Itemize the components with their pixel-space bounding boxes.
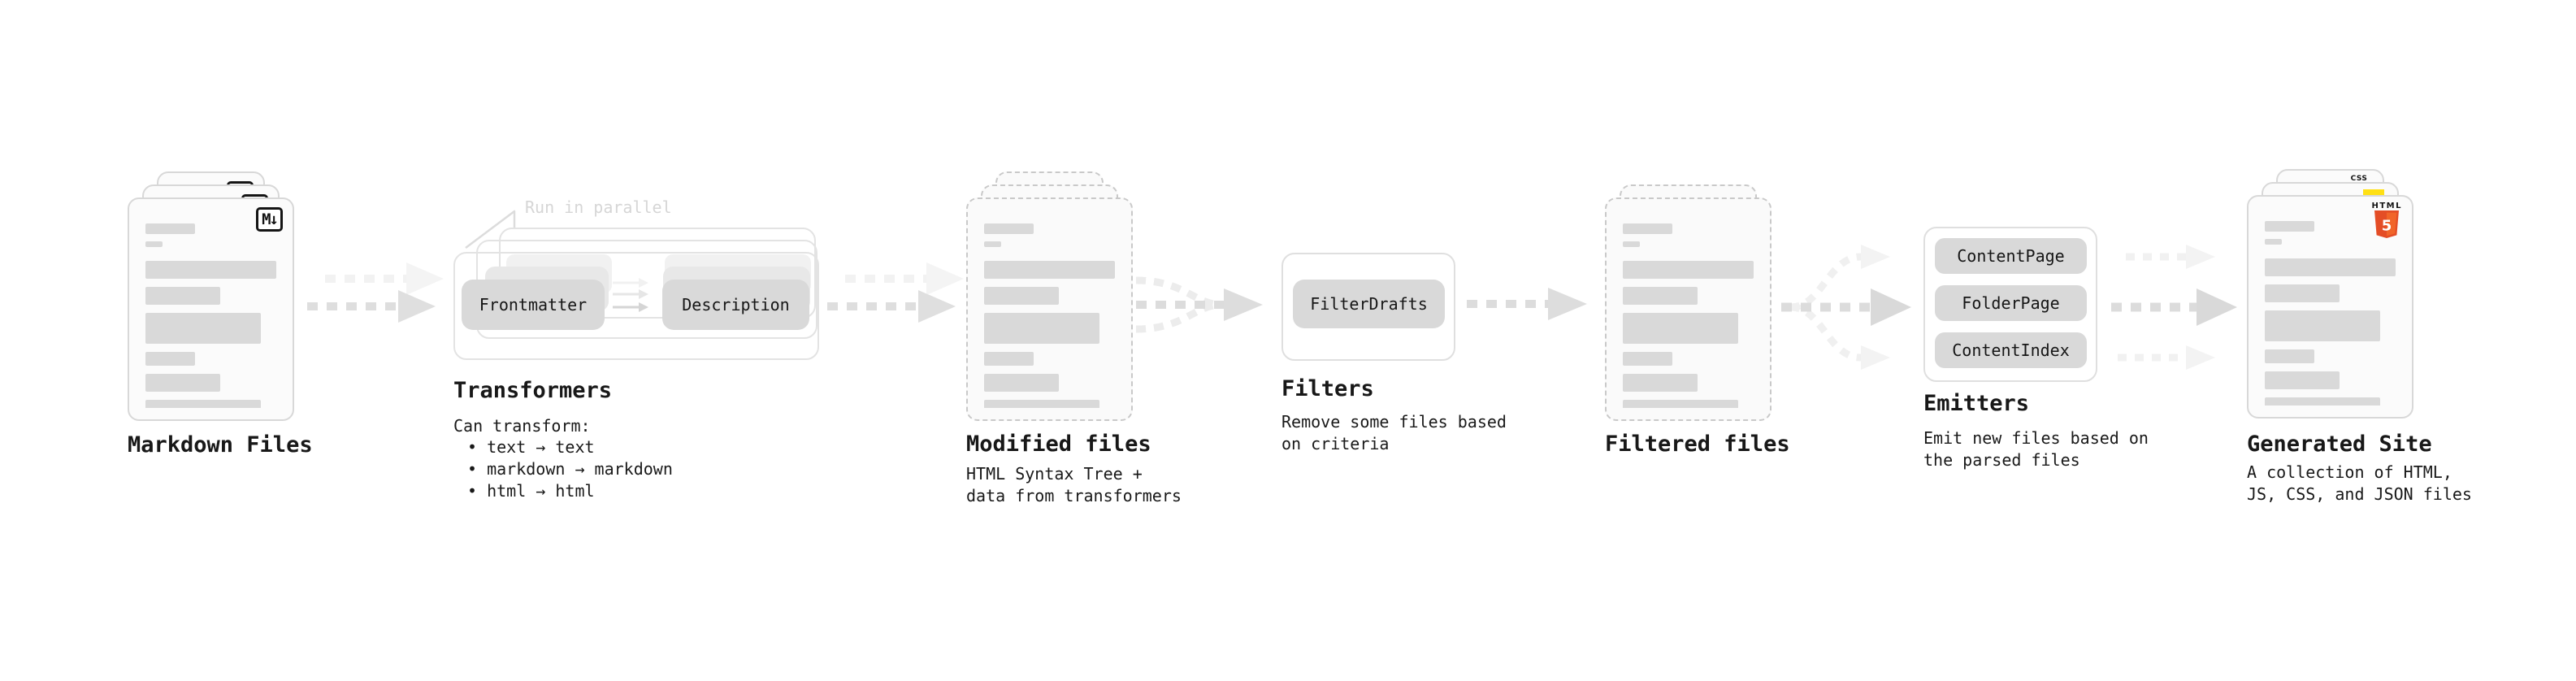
skeleton-bar — [2265, 284, 2340, 302]
section-title-generated-site: Generated Site — [2247, 432, 2432, 457]
filtered-doc — [1605, 197, 1772, 421]
arrowhead — [918, 290, 956, 323]
markdown-file-stack: M↓ M↓ M↓ — [128, 171, 294, 421]
split-arrow-icon — [1781, 245, 1911, 370]
skeleton-bar — [984, 261, 1115, 279]
skeleton-bar — [145, 352, 196, 366]
modified-file-stack — [966, 171, 1133, 421]
transformer-container-front — [453, 252, 819, 360]
markdown-doc: M↓ — [128, 197, 294, 421]
section-title-markdown-files: Markdown Files — [128, 432, 313, 458]
skeleton-bar — [984, 223, 1034, 234]
emit-arrows-icon — [2111, 245, 2237, 370]
skeleton-bar — [984, 352, 1034, 366]
skeleton-bar — [145, 374, 220, 392]
transformers-subtitle: Can transform: — [453, 416, 591, 436]
skeleton-bar — [984, 241, 1001, 247]
bullet-item: • markdown → markdown — [467, 459, 673, 479]
skeleton-bar — [2265, 239, 2282, 245]
arrowhead — [1548, 288, 1587, 320]
skeleton-bar — [2265, 310, 2380, 341]
skeleton-bar — [1623, 287, 1698, 305]
parallel-arrows-icon — [613, 278, 648, 312]
skeleton-bar — [984, 313, 1099, 344]
note-callout-line-icon — [465, 210, 516, 249]
arrowhead — [1224, 288, 1263, 321]
skeleton-bar — [145, 261, 276, 279]
arrowhead — [2197, 288, 2237, 326]
ghost-arrow-icon — [845, 262, 964, 295]
merge-arrow-icon — [1136, 276, 1263, 333]
contentindex-box: ContentIndex — [1935, 332, 2087, 368]
skeleton-bar — [2265, 221, 2315, 232]
html5-icon: HTML 5 — [2371, 202, 2402, 238]
html5-shield-icon: 5 — [2374, 210, 2400, 238]
arrowhead — [1871, 288, 1911, 326]
skeleton-lines — [2265, 221, 2396, 406]
skeleton-bar — [145, 313, 261, 344]
ghost-arrow-icon — [325, 262, 444, 295]
skeleton-bar — [984, 287, 1059, 305]
skeleton-bar — [984, 374, 1059, 392]
skeleton-bar — [2265, 397, 2380, 406]
skeleton-lines — [1623, 223, 1754, 408]
skeleton-bar — [1623, 241, 1640, 247]
skeleton-bar — [2265, 349, 2315, 363]
skeleton-bar — [1623, 400, 1738, 408]
section-title-transformers: Transformers — [453, 378, 613, 403]
folderpage-box: FolderPage — [1935, 285, 2087, 321]
markdown-icon: M↓ — [256, 207, 283, 232]
skeleton-bar — [2265, 258, 2396, 276]
filtered-file-stack — [1605, 184, 1772, 421]
skeleton-bar — [1623, 374, 1698, 392]
section-title-emitters: Emitters — [1923, 391, 2030, 416]
bullet-item: • text → text — [467, 437, 595, 457]
skeleton-bar — [1623, 223, 1673, 234]
skeleton-bar — [145, 287, 220, 305]
transformers-bullet-list: • text → text • markdown → markdown • ht… — [467, 436, 673, 502]
skeleton-bar — [145, 400, 261, 408]
skeleton-bar — [1623, 313, 1738, 344]
section-title-modified-files: Modified files — [966, 432, 1151, 457]
svg-text:5: 5 — [2382, 218, 2392, 235]
modified-doc — [966, 197, 1133, 421]
skeleton-bar — [984, 400, 1099, 408]
generated-site-stack: CSS HTML 5 — [2247, 169, 2413, 419]
bullet-item: • html → html — [467, 481, 595, 501]
skeleton-bar — [2265, 371, 2340, 389]
skeleton-bar — [145, 223, 196, 234]
run-in-parallel-note: Run in parallel — [525, 197, 672, 217]
skeleton-bar — [145, 241, 163, 247]
generated-site-subtitle: A collection of HTML, JS, CSS, and JSON … — [2247, 462, 2472, 504]
skeleton-bar — [1623, 261, 1754, 279]
section-title-filters: Filters — [1281, 376, 1374, 401]
flow-arrow-icon — [307, 262, 444, 323]
filterdrafts-box: FilterDrafts — [1293, 280, 1445, 328]
filters-subtitle: Remove some files based on criteria — [1281, 412, 1507, 453]
contentpage-box: ContentPage — [1935, 238, 2087, 274]
section-title-filtered-files: Filtered files — [1605, 432, 1790, 457]
flow-arrow-icon — [827, 262, 964, 323]
skeleton-lines — [984, 223, 1115, 408]
emitters-subtitle: Emit new files based on the parsed files — [1923, 428, 2149, 470]
flow-arrow-icon — [1467, 288, 1587, 320]
frontmatter-box: Frontmatter — [462, 280, 605, 330]
html-doc: HTML 5 — [2247, 195, 2413, 419]
arrowhead — [398, 290, 436, 323]
skeleton-bar — [1623, 352, 1673, 366]
skeleton-lines — [145, 223, 276, 408]
description-box: Description — [662, 280, 809, 330]
modified-files-subtitle: HTML Syntax Tree + data from transformer… — [966, 464, 1182, 505]
